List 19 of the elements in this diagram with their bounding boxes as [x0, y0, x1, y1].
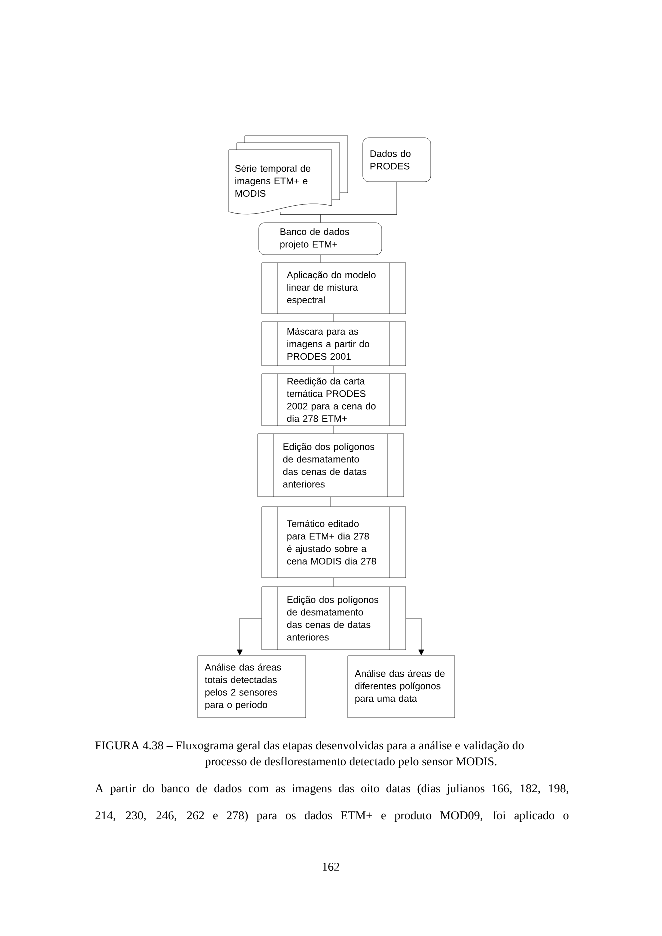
process-box: Edição dos polígonos de desmatamento das cenas de datas anteriores — [258, 434, 404, 498]
result-box: Análise das áreas totais detectadas pelos 2 sensores para o período — [198, 656, 306, 718]
body-paragraph: A partir do banco de dados com as imagens das oito datas (dias julianos 166, 182, 198, 214, 230, 246, 262 e 278) para os dados ETM+ e produto MOD09, foi aplicado o — [95, 784, 569, 822]
process-box: Edição dos polígonos de desmatamento das cenas de datas anteriores — [262, 586, 406, 650]
process-box: Temático editado para ETM+ dia 278 é ajustado sobre a cena MODIS dia 278 — [262, 506, 406, 578]
process-box: Máscara para as imagens a partir do PRODES 2001 — [262, 322, 406, 366]
connector — [320, 182, 398, 223]
connector — [406, 618, 424, 656]
connector — [320, 255, 321, 263]
process-box: Aplicação do modelo linear de mistura espectral — [262, 262, 406, 314]
document-stack: Série temporal de imagens ETM+ e MODIS — [228, 136, 348, 215]
result-box: Análise das áreas de diferentes polígonos para uma data — [348, 656, 456, 718]
page-number: 162 — [323, 862, 340, 872]
process-box: Reedição da carta temática PRODES 2002 para a cena do dia 278 ETM+ — [262, 374, 406, 426]
rounded-box: Dados do PRODES — [362, 138, 432, 182]
rounded-box: Banco de dados projeto ETM+ — [258, 222, 382, 256]
figure-caption: FIGURA 4.38 – Fluxograma geral das etapas desenvolvidas para a análise e validação do processo de desflorestamento detectado pelo sensor MODIS. — [96, 741, 524, 768]
connector — [237, 618, 262, 656]
connector — [330, 497, 332, 507]
